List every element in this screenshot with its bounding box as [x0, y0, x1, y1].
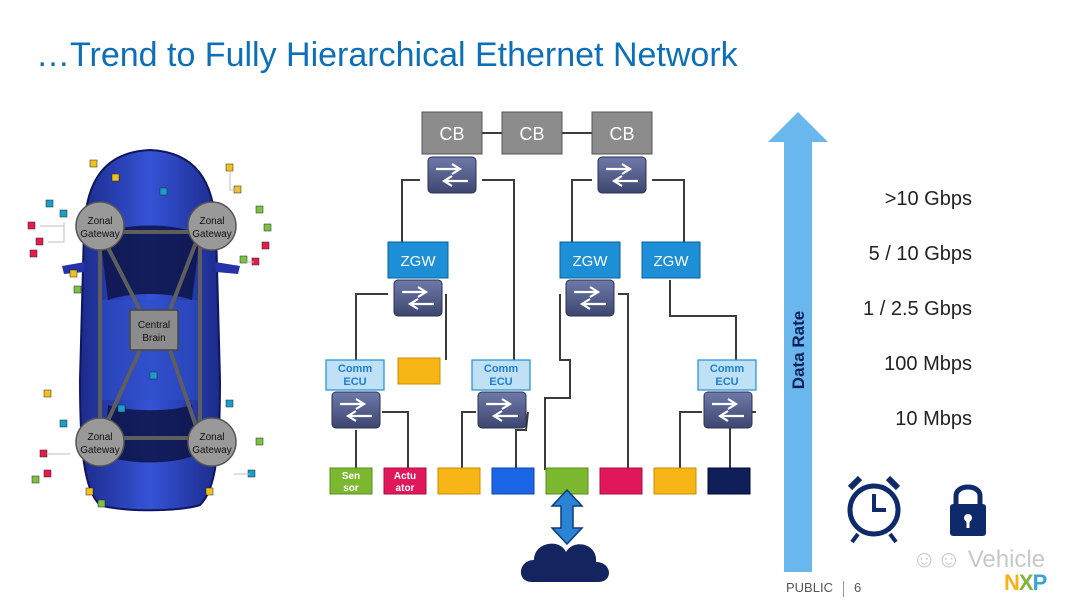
core-brain-1: CB — [421, 111, 483, 195]
comm-label: Comm — [710, 363, 744, 375]
end-node-red — [599, 467, 643, 495]
vehicle-topology: Zonal Gateway Zonal Gateway Zonal Gatewa… — [27, 148, 272, 512]
sensor-label-line-2: sor — [343, 483, 359, 494]
comm-label: Comm — [338, 363, 372, 375]
watermark: ☺☺ Vehicle — [912, 546, 1045, 574]
end-node-blue — [491, 467, 535, 495]
logo-letter-n: N — [1004, 570, 1020, 595]
padlock-icon — [950, 484, 986, 536]
zgw-1: ZGW — [387, 241, 449, 318]
ecu-label: ECU — [489, 376, 512, 388]
cloud-icon — [520, 543, 610, 582]
switch-icon — [392, 278, 444, 318]
page-title: …Trend to Fully Hierarchical Ethernet Ne… — [36, 36, 738, 74]
sensor-node: Sen sor — [329, 467, 373, 495]
end-node-yellow-2 — [437, 467, 481, 495]
zonal-gateway-front-left: Zonal Gateway — [75, 201, 125, 251]
ecu-label: ECU — [343, 376, 366, 388]
actuator-label-line-1: Actu — [394, 471, 416, 482]
rate-level-4: 100 Mbps — [884, 353, 972, 375]
footer: PUBLIC 6 — [786, 580, 861, 597]
switch-icon — [596, 155, 648, 195]
end-node-navy — [707, 467, 751, 495]
rate-level-5: 10 Mbps — [895, 408, 972, 430]
switch-icon — [564, 278, 616, 318]
switch-icon — [330, 390, 382, 430]
zgw-label: ZGW — [573, 253, 609, 270]
logo-letter-x: X — [1018, 570, 1034, 595]
zonal-gateway-rear-right: Zonal Gateway — [187, 417, 237, 467]
central-label: Central — [138, 320, 170, 331]
core-brain-3: CB — [591, 111, 653, 195]
rate-level-2: 5 / 10 Gbps — [868, 243, 972, 265]
gateway-label: Gateway — [192, 445, 231, 456]
zonal-label: Zonal — [87, 432, 112, 443]
comm-ecu-2: Comm ECU — [471, 359, 531, 430]
switch-icon — [702, 390, 754, 430]
nxp-logo: NXP — [1004, 570, 1048, 596]
watermark-text: Vehicle — [967, 546, 1046, 573]
actuator-node: Actu ator — [383, 467, 427, 495]
network-links — [355, 132, 756, 470]
zonal-gateway-front-right: Zonal Gateway — [187, 201, 237, 251]
gateway-label: Gateway — [80, 445, 119, 456]
comm-ecu-3: Comm ECU — [697, 359, 757, 430]
cb-label: CB — [439, 124, 464, 144]
zonal-label: Zonal — [87, 216, 112, 227]
data-rate-arrow: Data Rate — [768, 112, 828, 572]
double-arrow-icon — [550, 488, 584, 546]
data-rate-label: Data Rate — [789, 311, 808, 389]
actuator-label-line-2: ator — [396, 483, 415, 494]
comm-label: Comm — [484, 363, 518, 375]
switch-icon — [426, 155, 478, 195]
end-node-yellow-1 — [397, 357, 441, 385]
cb-label: CB — [519, 124, 544, 144]
gateway-label: Gateway — [192, 229, 231, 240]
cb-label: CB — [609, 124, 634, 144]
sensor-label-line-1: Sen — [342, 471, 360, 482]
zgw-2: ZGW — [559, 241, 621, 318]
page-number: 6 — [853, 580, 862, 595]
end-node-yellow-3 — [653, 467, 697, 495]
rate-level-1: >10 Gbps — [884, 188, 972, 210]
comm-ecu-1: Comm ECU — [325, 359, 385, 430]
rate-level-3: 1 / 2.5 Gbps — [863, 298, 972, 320]
switch-icon — [476, 390, 528, 430]
zonal-label: Zonal — [199, 216, 224, 227]
logo-letter-p: P — [1032, 570, 1048, 595]
zonal-gateway-rear-left: Zonal Gateway — [75, 417, 125, 467]
alarm-clock-icon — [847, 475, 901, 544]
core-brain-2: CB — [501, 111, 563, 155]
zgw-label: ZGW — [401, 253, 437, 270]
wechat-icon: ☺☺ — [912, 546, 962, 573]
zgw-3: ZGW — [641, 241, 701, 279]
ecu-label: ECU — [715, 376, 738, 388]
zonal-label: Zonal — [199, 432, 224, 443]
brain-label: Brain — [142, 333, 165, 344]
central-brain: Central Brain — [129, 309, 179, 351]
footer-divider — [842, 580, 844, 597]
zgw-label: ZGW — [654, 253, 690, 270]
classification-label: PUBLIC — [786, 580, 833, 595]
gateway-label: Gateway — [80, 229, 119, 240]
